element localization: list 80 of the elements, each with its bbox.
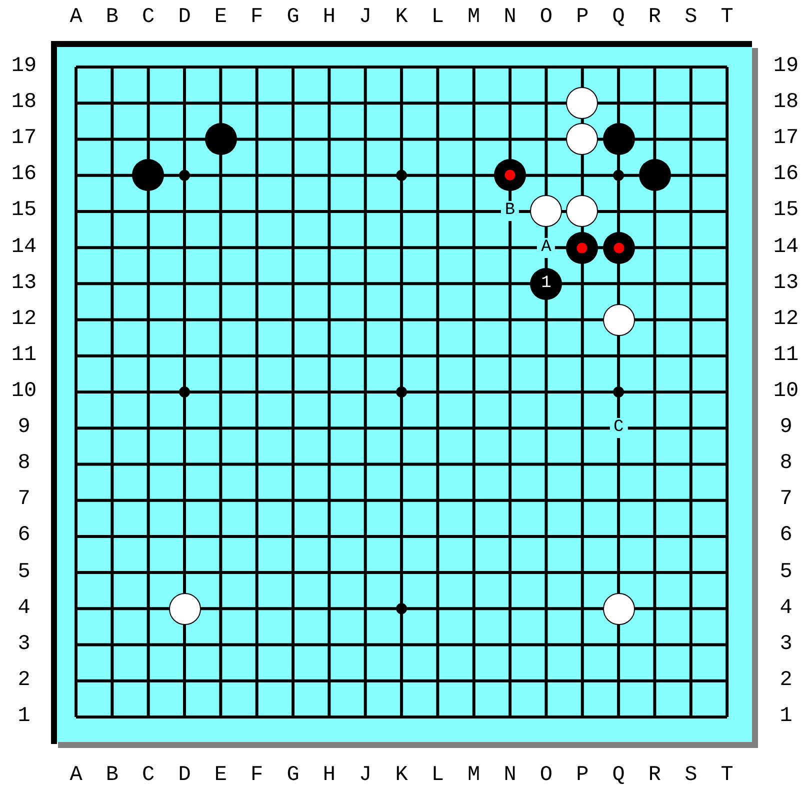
coordinate-label: T bbox=[720, 765, 734, 786]
coordinate-label: J bbox=[359, 765, 372, 786]
coordinate-label: 17 bbox=[11, 128, 37, 150]
coordinate-label: R bbox=[648, 765, 662, 786]
coordinate-label: 13 bbox=[11, 272, 37, 295]
coordinate-label: 8 bbox=[18, 453, 30, 476]
coordinate-label: 6 bbox=[780, 525, 792, 548]
coordinate-label: 12 bbox=[11, 308, 37, 331]
point-label: A bbox=[537, 238, 556, 258]
coordinate-label: A bbox=[70, 7, 82, 29]
coordinate-label: 10 bbox=[11, 381, 37, 403]
coordinate-label: 14 bbox=[11, 236, 37, 259]
coordinate-label: D bbox=[178, 765, 191, 786]
coordinate-label: L bbox=[431, 765, 444, 786]
coordinate-label: N bbox=[504, 765, 516, 786]
coordinate-label: B bbox=[106, 765, 118, 786]
coordinate-label: J bbox=[359, 7, 372, 29]
coordinate-label: 11 bbox=[773, 344, 799, 367]
coordinate-label: 16 bbox=[11, 164, 37, 186]
coordinate-label: 15 bbox=[11, 200, 37, 222]
coordinate-label: M bbox=[468, 765, 480, 786]
coordinate-label: R bbox=[648, 7, 662, 29]
coordinate-label: 19 bbox=[11, 56, 37, 78]
coordinate-label: 16 bbox=[773, 164, 799, 186]
coordinate-label: 17 bbox=[773, 128, 799, 150]
coordinate-label: 10 bbox=[773, 381, 799, 403]
coordinate-label: P bbox=[576, 765, 589, 786]
coordinate-label: 13 bbox=[773, 272, 799, 295]
coordinate-label: E bbox=[214, 7, 227, 29]
coordinate-label: 3 bbox=[18, 634, 30, 656]
coordinate-label: H bbox=[322, 7, 336, 29]
coordinate-label: O bbox=[540, 7, 552, 29]
coordinate-label: 9 bbox=[18, 417, 30, 440]
coordinate-label: C bbox=[142, 765, 155, 786]
coordinate-label: K bbox=[395, 7, 408, 29]
coordinate-label: D bbox=[178, 7, 191, 29]
coordinate-label: 1 bbox=[18, 706, 30, 728]
coordinate-label: H bbox=[322, 765, 336, 786]
move-number: 1 bbox=[541, 274, 552, 293]
coordinate-label: 18 bbox=[11, 92, 37, 114]
coordinate-label: S bbox=[684, 7, 698, 29]
coordinate-label: K bbox=[395, 765, 408, 786]
coordinate-label: 4 bbox=[780, 598, 792, 620]
coordinate-label: S bbox=[684, 765, 698, 786]
coordinate-label: 3 bbox=[780, 634, 792, 656]
coordinate-label: T bbox=[720, 7, 734, 29]
coordinate-label: G bbox=[286, 7, 300, 29]
coordinate-label: 2 bbox=[18, 670, 30, 692]
coordinate-label: A bbox=[70, 765, 82, 786]
coordinate-label: 19 bbox=[773, 56, 799, 78]
coordinate-label: N bbox=[504, 7, 516, 29]
coordinate-label: O bbox=[540, 765, 552, 786]
coordinate-label: 8 bbox=[780, 453, 792, 476]
coordinate-label: 7 bbox=[780, 489, 792, 512]
coordinate-label: L bbox=[431, 7, 444, 29]
coordinate-label: 1 bbox=[780, 706, 792, 728]
coordinate-label: G bbox=[286, 765, 300, 786]
coordinate-label: F bbox=[250, 7, 264, 29]
coordinate-label: 5 bbox=[780, 562, 792, 584]
coordinate-label: 11 bbox=[11, 344, 37, 367]
point-label: B bbox=[500, 201, 520, 222]
coordinate-label: 14 bbox=[773, 236, 799, 259]
coordinate-label: B bbox=[106, 7, 118, 29]
coordinate-label: C bbox=[142, 7, 155, 29]
point-label: C bbox=[609, 418, 628, 438]
coordinate-label: M bbox=[468, 7, 480, 29]
coordinate-label: 5 bbox=[18, 562, 30, 584]
coordinate-label: Q bbox=[612, 7, 625, 29]
coordinate-label: 12 bbox=[773, 308, 799, 331]
coordinate-label: P bbox=[576, 7, 589, 29]
coordinate-label: 7 bbox=[18, 489, 30, 512]
coordinate-label: E bbox=[214, 765, 227, 786]
coordinate-label: 2 bbox=[780, 670, 792, 692]
coordinate-label: 18 bbox=[773, 92, 799, 114]
coordinate-label: 15 bbox=[773, 200, 799, 222]
coordinate-label: Q bbox=[612, 765, 625, 786]
coordinate-label: 6 bbox=[18, 525, 30, 548]
coordinate-label: 4 bbox=[18, 598, 30, 620]
coordinate-label: 9 bbox=[780, 417, 792, 440]
coordinate-label: F bbox=[250, 765, 264, 786]
